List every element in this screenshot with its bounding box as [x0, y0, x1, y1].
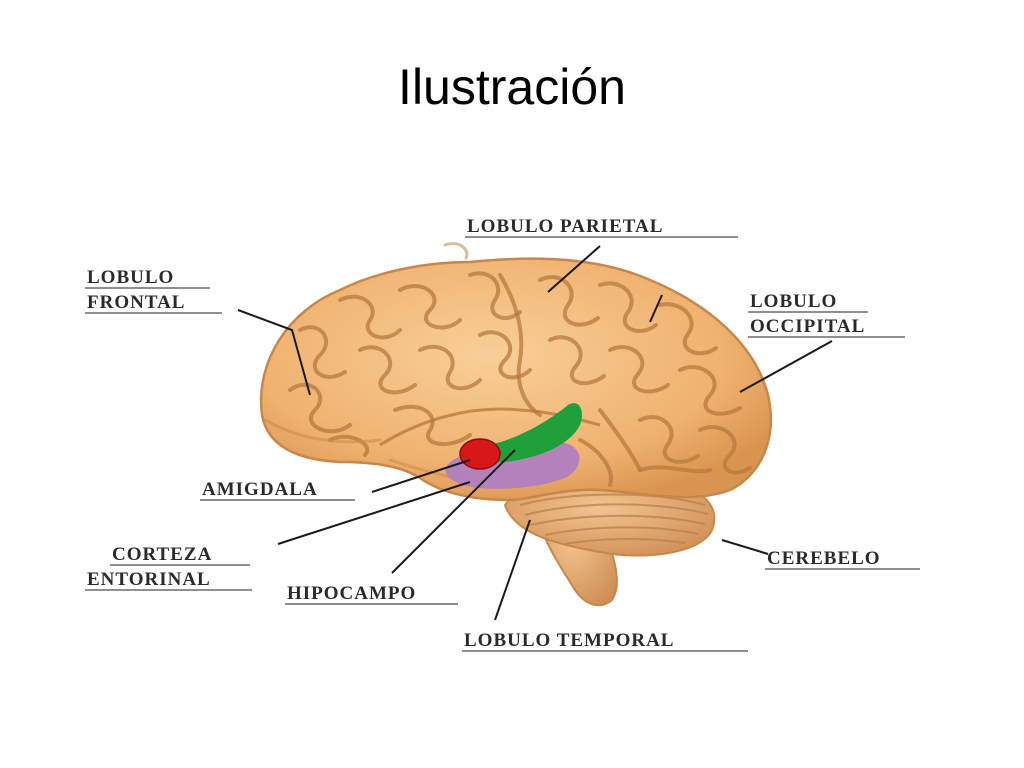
label-lobulo-frontal-2: FRONTAL — [87, 292, 185, 313]
label-hipocampo: HIPOCAMPO — [287, 583, 416, 604]
label-amigdala: AMIGDALA — [202, 479, 318, 500]
slide-title: Ilustración — [398, 59, 626, 115]
label-lobulo-occipital-1: LOBULO — [750, 291, 837, 312]
amigdala-region — [459, 438, 501, 470]
brain-gyri — [263, 242, 752, 487]
label-lobulo-frontal-1: LOBULO — [87, 267, 174, 288]
label-lobulo-parietal: LOBULO PARIETAL — [467, 216, 663, 237]
label-corteza-2: ENTORINAL — [87, 569, 211, 590]
label-lobulo-temporal: LOBULO TEMPORAL — [464, 630, 674, 651]
hipocampo-region — [486, 403, 582, 463]
label-underlines — [85, 236, 920, 652]
label-corteza-1: CORTEZA — [112, 544, 212, 565]
label-cerebelo: CEREBELO — [767, 548, 881, 569]
label-lobulo-occipital-2: OCCIPITAL — [750, 316, 865, 337]
leader-lines — [237, 245, 833, 621]
